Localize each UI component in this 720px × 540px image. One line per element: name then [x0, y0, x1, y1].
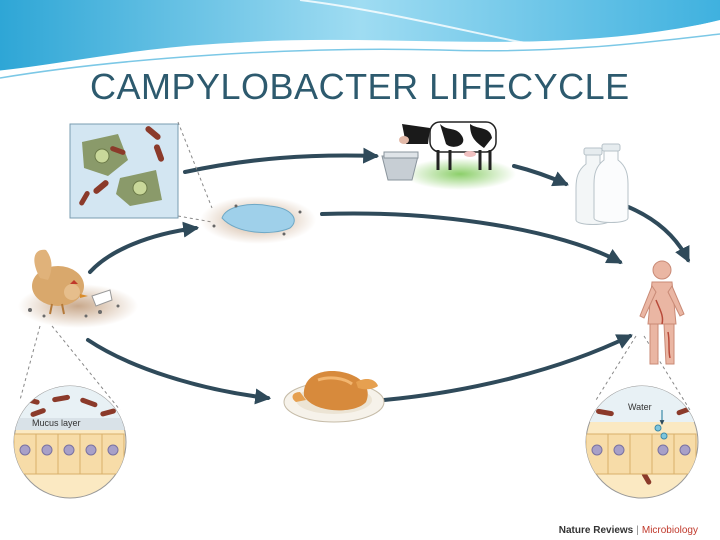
credit-separator: | — [636, 525, 639, 536]
human-figure-illustration — [639, 260, 685, 365]
cycle-arrows — [86, 147, 690, 405]
credit-publisher: Nature Reviews — [558, 525, 634, 536]
mucus-layer-label: Mucus layer — [32, 418, 81, 428]
left-zoom-mucus-layer: Mucus layer — [13, 385, 127, 499]
chicken-illustration — [18, 249, 138, 328]
slide-title: CAMPYLOBACTER LIFECYCLE — [90, 66, 630, 107]
arrow-milk-to-human — [624, 204, 690, 263]
arrow-poultry-to-human — [382, 334, 633, 402]
arrow-chicken-to-poultry — [86, 338, 272, 405]
host-cell-panel — [69, 123, 179, 219]
milk-bottles-illustration — [575, 143, 629, 225]
roast-poultry-illustration — [283, 371, 385, 423]
cattle-illustration — [381, 121, 516, 190]
arrow-water-to-human — [320, 211, 623, 264]
credit-journal: Microbiology — [641, 525, 698, 536]
arrow-chicken-to-water — [88, 221, 200, 274]
water-label: Water — [628, 402, 652, 412]
right-zoom-epithelium: Water — [585, 385, 699, 499]
arrow-cattle-to-milk — [512, 164, 569, 187]
lifecycle-diagram: Mucus layer — [13, 121, 699, 499]
header-banner — [0, 0, 720, 79]
water-puddle — [200, 196, 316, 244]
arrow-cell-to-cattle — [183, 147, 380, 174]
figure-credit: Nature Reviews|Microbiology — [559, 525, 698, 536]
